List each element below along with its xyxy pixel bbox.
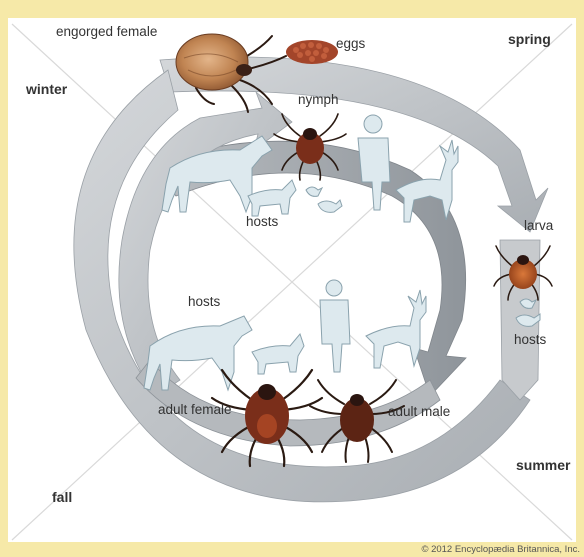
- deer-silhouette-mid: [366, 290, 426, 368]
- season-label-spring: spring: [508, 31, 551, 47]
- label-adult-female: adult female: [158, 402, 232, 417]
- dog-silhouette-2: [252, 334, 304, 374]
- label-hosts-right: hosts: [514, 332, 547, 347]
- label-engorged-female: engorged female: [56, 24, 157, 39]
- season-label-fall: fall: [52, 489, 72, 505]
- label-nymph: nymph: [298, 92, 339, 107]
- season-label-summer: summer: [516, 457, 571, 473]
- label-adult-male: adult male: [388, 404, 450, 419]
- label-larva: larva: [524, 218, 554, 233]
- rodent-silhouette: [318, 200, 342, 212]
- season-label-winter: winter: [25, 81, 68, 97]
- human-silhouette-mid: [320, 280, 350, 372]
- bird-silhouette: [306, 187, 322, 196]
- dog-silhouette: [248, 180, 296, 216]
- label-hosts-middle: hosts: [188, 294, 221, 309]
- label-eggs: eggs: [336, 36, 366, 51]
- eggs-cluster: [286, 40, 338, 64]
- label-hosts-top: hosts: [246, 214, 279, 229]
- copyright-credit: © 2012 Encyclopædia Britannica, Inc.: [421, 544, 580, 555]
